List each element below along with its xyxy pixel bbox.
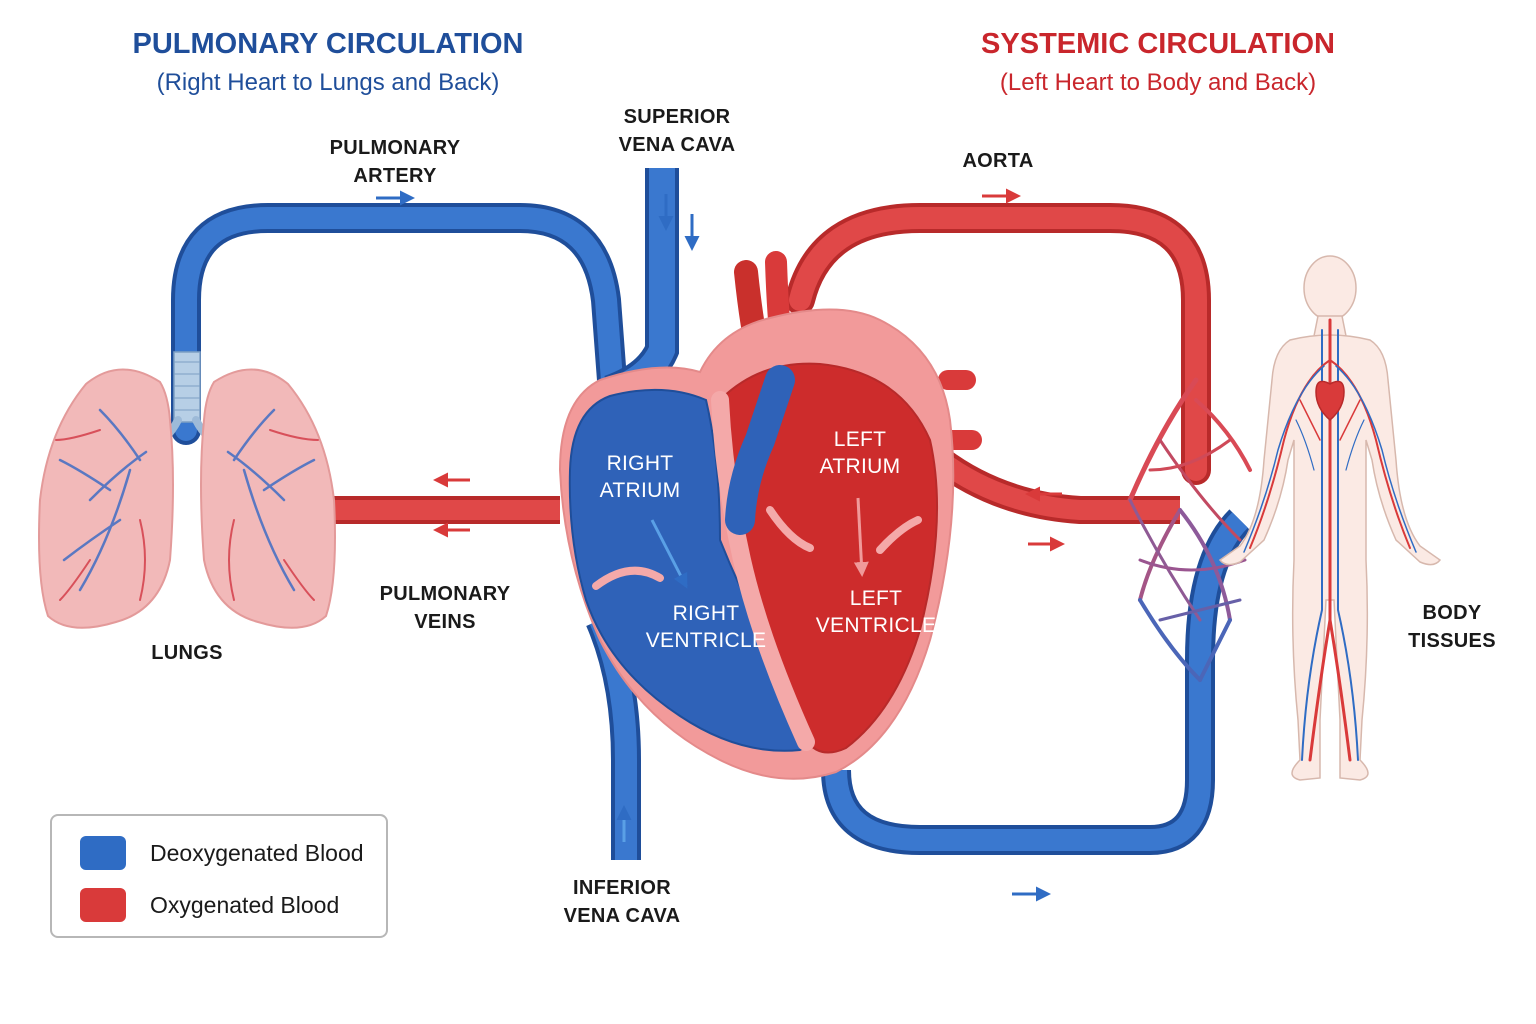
pulmonary-subtitle: (Right Heart to Lungs and Back) xyxy=(156,69,500,96)
systemic-venous-return-vessel xyxy=(821,509,1252,855)
systemic-title: SYSTEMIC CIRCULATION xyxy=(981,28,1335,60)
aorta-vessel xyxy=(785,203,1211,485)
legend-label-deoxygenated: Deoxygenated Blood xyxy=(150,839,364,866)
legend-item-oxygenated: Oxygenated Blood xyxy=(80,888,339,922)
legend-swatch-oxygenated xyxy=(80,888,126,922)
legend-label-oxygenated: Oxygenated Blood xyxy=(150,891,340,918)
lungs-label: LUNGS xyxy=(151,642,223,664)
flow-arrow-icon xyxy=(376,188,1065,902)
pulmonary-artery-vessel xyxy=(171,203,627,445)
human-body-icon xyxy=(1218,255,1442,781)
legend-swatch-deoxygenated xyxy=(80,836,126,870)
pulmonary-title: PULMONARY CIRCULATION xyxy=(132,28,524,60)
systemic-vein-to-heart xyxy=(931,448,1180,524)
heart-icon xyxy=(558,251,982,780)
aorta-label: AORTA xyxy=(962,150,1034,172)
systemic-subtitle: (Left Heart to Body and Back) xyxy=(999,69,1317,96)
legend: Deoxygenated Blood Oxygenated Blood xyxy=(50,814,388,938)
legend-item-deoxygenated: Deoxygenated Blood xyxy=(80,836,364,870)
lungs-icon xyxy=(38,368,336,629)
